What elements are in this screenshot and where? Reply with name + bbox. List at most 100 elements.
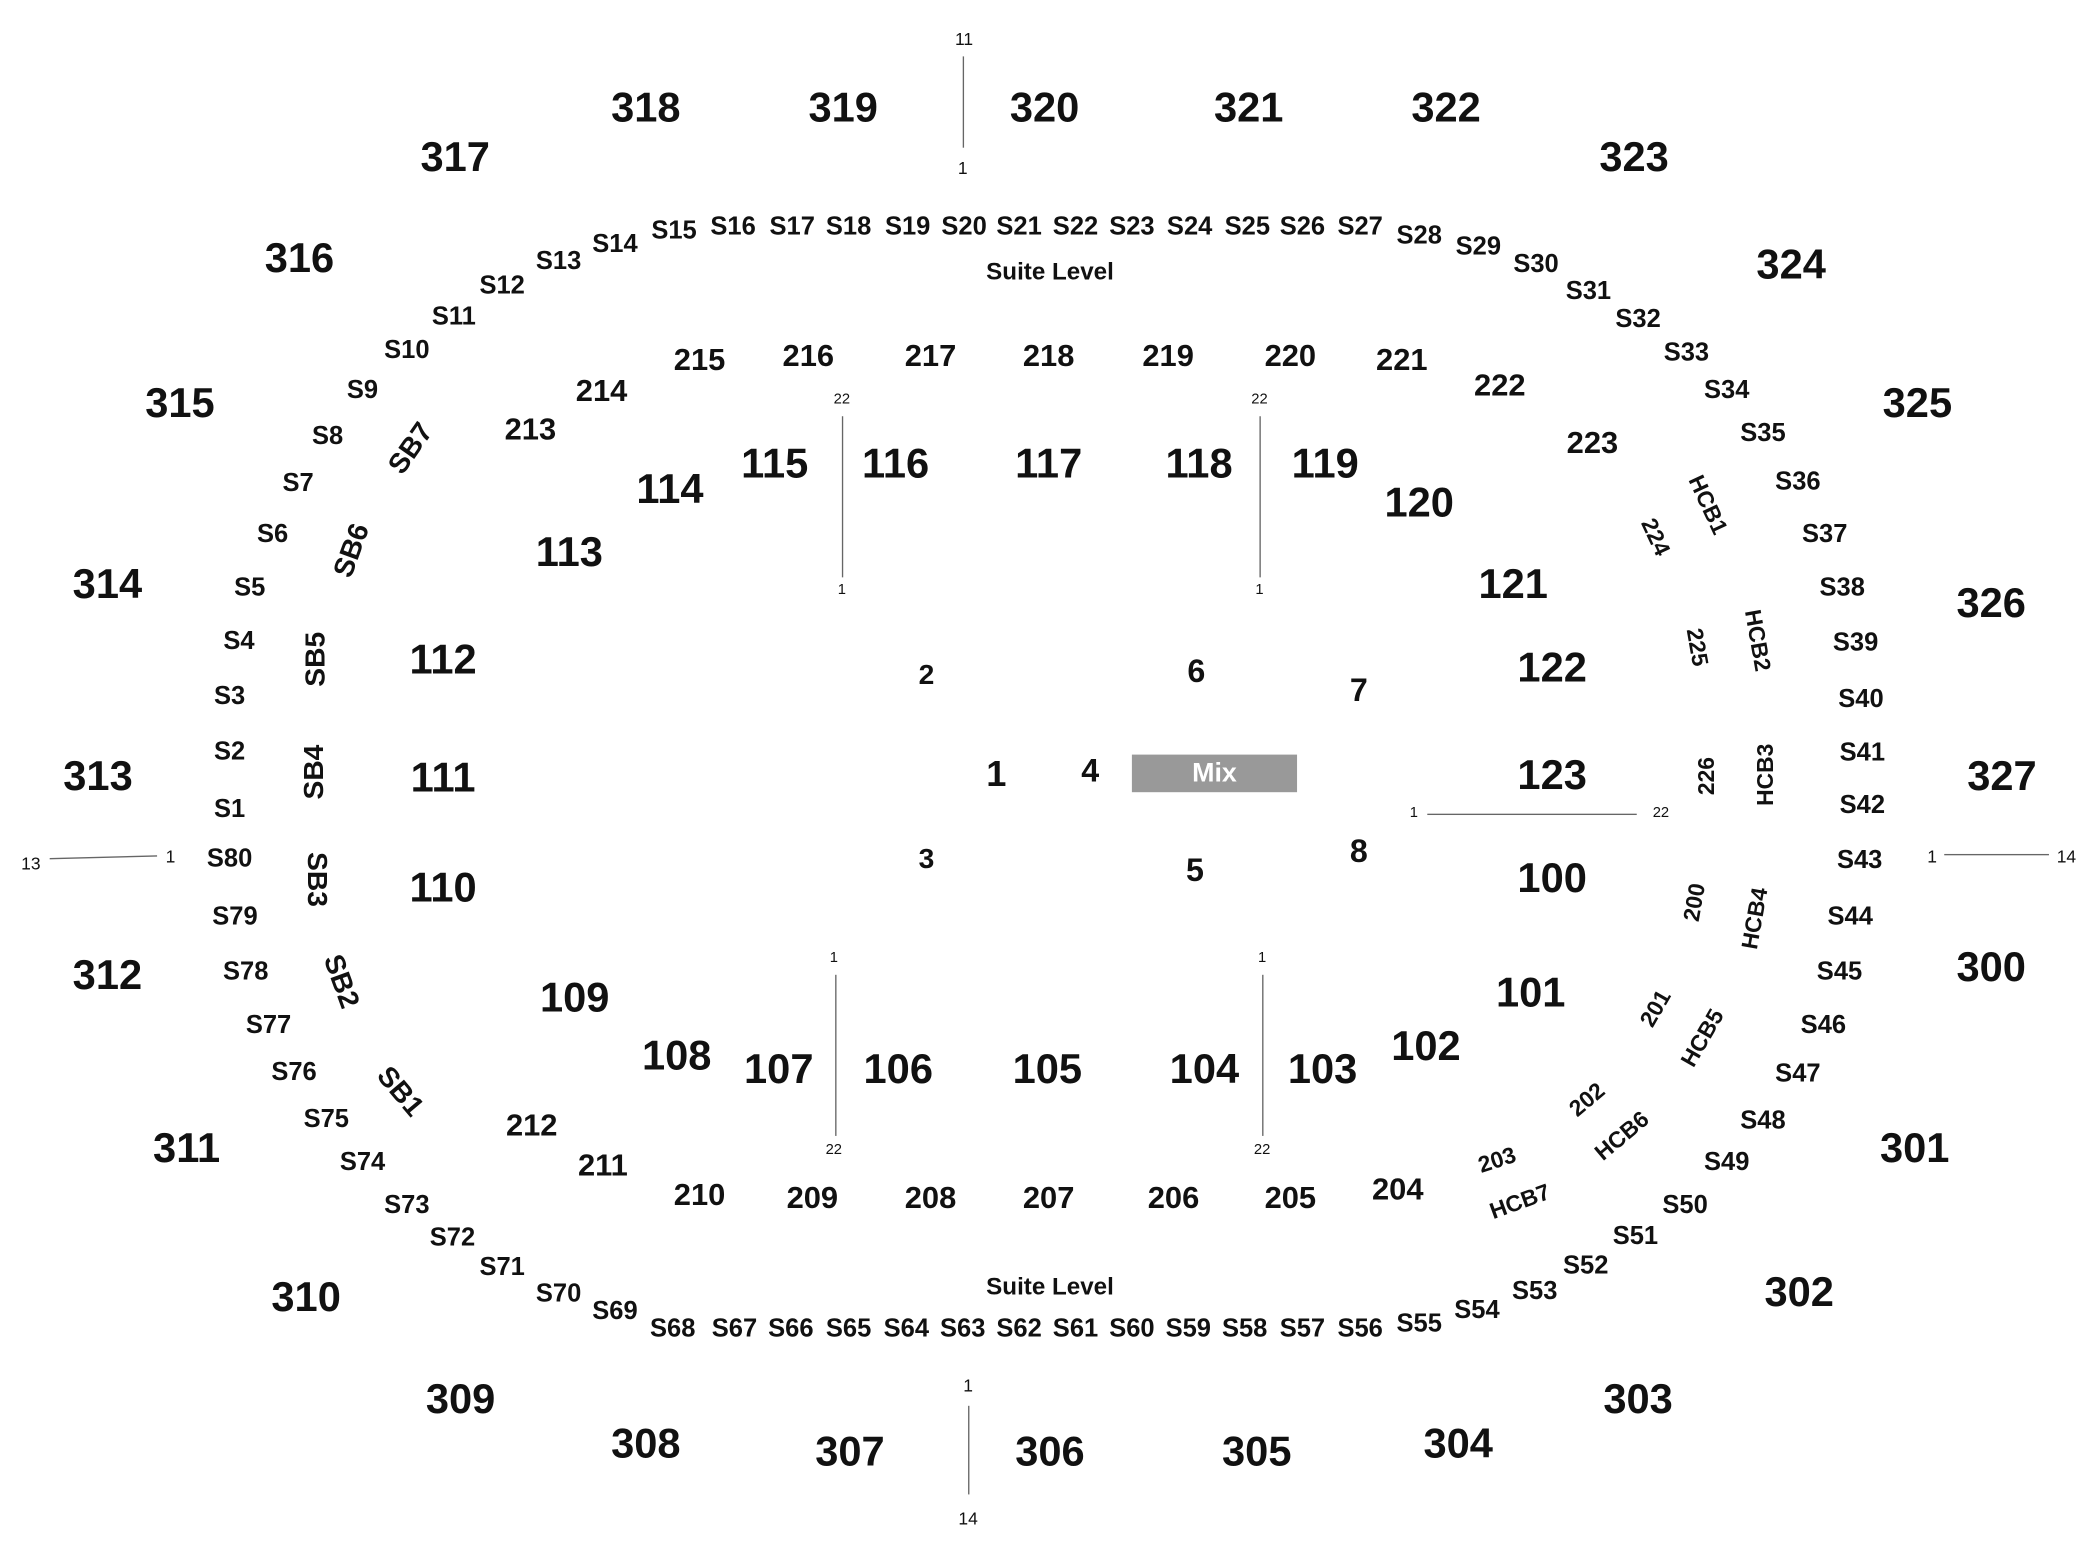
- section-label[interactable]: 208: [904, 1179, 957, 1215]
- suite-label[interactable]: S65: [825, 1315, 872, 1344]
- hcb-label[interactable]: HCB6: [1589, 1106, 1654, 1166]
- suite-label[interactable]: S38: [1819, 574, 1865, 603]
- floor-label[interactable]: 7: [1349, 672, 1368, 709]
- section-label[interactable]: 104: [1169, 1045, 1240, 1093]
- section-label[interactable]: 118: [1165, 439, 1233, 487]
- section-label[interactable]: 209: [786, 1179, 839, 1215]
- section-label[interactable]: 225: [1681, 626, 1714, 669]
- suite-label[interactable]: S32: [1615, 305, 1661, 334]
- section-label[interactable]: 201: [1634, 985, 1677, 1032]
- section-label[interactable]: 113: [535, 528, 603, 576]
- suite-label[interactable]: S52: [1563, 1252, 1609, 1281]
- suite-label[interactable]: S53: [1512, 1277, 1558, 1306]
- suite-label[interactable]: S21: [996, 212, 1042, 242]
- section-label[interactable]: 101: [1495, 968, 1566, 1016]
- suite-label[interactable]: S59: [1165, 1315, 1211, 1344]
- section-label[interactable]: 327: [1967, 752, 2037, 800]
- section-label[interactable]: 311: [153, 1124, 221, 1172]
- section-label[interactable]: 109: [539, 974, 610, 1022]
- suite-label[interactable]: S9: [346, 376, 379, 405]
- section-label[interactable]: 301: [1879, 1124, 1950, 1172]
- floor-label[interactable]: 4: [1081, 753, 1100, 790]
- section-label[interactable]: 305: [1222, 1427, 1292, 1475]
- section-label[interactable]: 212: [505, 1107, 558, 1142]
- suite-label[interactable]: S51: [1612, 1222, 1659, 1251]
- suite-label[interactable]: S45: [1816, 958, 1863, 987]
- section-label[interactable]: 105: [1012, 1045, 1083, 1093]
- section-label[interactable]: 318: [611, 83, 681, 131]
- section-label[interactable]: 220: [1264, 337, 1317, 373]
- suite-label[interactable]: S46: [1800, 1011, 1847, 1040]
- suite-label[interactable]: S67: [711, 1315, 758, 1344]
- section-label[interactable]: 206: [1147, 1179, 1200, 1215]
- section-label[interactable]: 222: [1474, 367, 1526, 403]
- suite-label[interactable]: S61: [1052, 1315, 1099, 1344]
- box-label[interactable]: SB5: [300, 631, 331, 687]
- hcb-label[interactable]: HCB7: [1486, 1179, 1554, 1225]
- suite-label[interactable]: S62: [996, 1315, 1042, 1344]
- section-label[interactable]: 205: [1264, 1179, 1317, 1215]
- section-label[interactable]: 219: [1142, 337, 1194, 373]
- section-label[interactable]: 316: [264, 234, 335, 282]
- section-label[interactable]: 106: [863, 1045, 933, 1093]
- suite-label[interactable]: S78: [223, 958, 269, 987]
- suite-label[interactable]: S1: [213, 795, 246, 824]
- section-label[interactable]: 317: [420, 133, 490, 181]
- hcb-label[interactable]: HCB4: [1736, 885, 1773, 952]
- hcb-label[interactable]: HCB1: [1683, 471, 1733, 539]
- section-label[interactable]: 120: [1384, 478, 1454, 526]
- suite-label[interactable]: S56: [1337, 1315, 1383, 1344]
- section-label[interactable]: 326: [1956, 579, 2026, 627]
- section-label[interactable]: 213: [504, 411, 557, 447]
- section-label[interactable]: 202: [1564, 1077, 1610, 1122]
- suite-label[interactable]: S63: [940, 1315, 986, 1344]
- suite-label[interactable]: S23: [1109, 212, 1155, 242]
- suite-label[interactable]: S3: [213, 682, 246, 711]
- box-label[interactable]: SB1: [370, 1060, 430, 1123]
- hcb-label[interactable]: HCB5: [1675, 1004, 1730, 1072]
- suite-label[interactable]: S36: [1775, 467, 1821, 497]
- section-label[interactable]: 121: [1478, 560, 1548, 608]
- section-label[interactable]: 223: [1566, 424, 1619, 460]
- section-label[interactable]: 115: [741, 439, 809, 487]
- section-label[interactable]: 218: [1022, 337, 1075, 373]
- suite-label[interactable]: S73: [384, 1191, 430, 1220]
- suite-label[interactable]: S43: [1836, 846, 1883, 875]
- suite-label[interactable]: S14: [592, 230, 638, 259]
- suite-label[interactable]: S68: [649, 1315, 696, 1344]
- section-label[interactable]: 119: [1291, 439, 1359, 487]
- suite-label[interactable]: S58: [1221, 1315, 1268, 1344]
- suite-label[interactable]: S15: [651, 216, 697, 246]
- section-label[interactable]: 200: [1678, 881, 1711, 924]
- suite-label[interactable]: S11: [431, 302, 476, 331]
- suite-label[interactable]: S30: [1513, 250, 1559, 279]
- suite-label[interactable]: S16: [710, 212, 756, 242]
- suite-label[interactable]: S40: [1838, 685, 1884, 714]
- suite-label[interactable]: S33: [1663, 339, 1710, 368]
- suite-label[interactable]: S44: [1827, 902, 1873, 932]
- floor-label[interactable]: 3: [918, 843, 935, 875]
- suite-label[interactable]: S39: [1832, 629, 1879, 658]
- suite-label[interactable]: S48: [1740, 1107, 1786, 1136]
- section-label[interactable]: 123: [1517, 751, 1587, 799]
- section-label[interactable]: 117: [1015, 439, 1083, 487]
- suite-label[interactable]: S25: [1224, 212, 1271, 242]
- box-label[interactable]: SB3: [301, 852, 333, 907]
- suite-label[interactable]: S79: [212, 902, 258, 932]
- suite-label[interactable]: S76: [271, 1058, 317, 1087]
- suite-label[interactable]: S31: [1565, 277, 1612, 306]
- section-label[interactable]: 314: [72, 560, 143, 608]
- box-label[interactable]: SB4: [298, 744, 330, 800]
- section-label[interactable]: 324: [1756, 241, 1826, 289]
- suite-label[interactable]: S41: [1839, 739, 1886, 768]
- hcb-label[interactable]: HCB2: [1739, 607, 1776, 674]
- section-label[interactable]: 116: [862, 439, 930, 487]
- floor-label[interactable]: 8: [1349, 833, 1368, 871]
- floor-label[interactable]: 5: [1186, 852, 1204, 889]
- section-label[interactable]: 215: [673, 341, 726, 377]
- box-label[interactable]: SB7: [382, 417, 440, 480]
- section-label[interactable]: 217: [904, 337, 957, 373]
- section-label[interactable]: 110: [409, 864, 477, 912]
- section-label[interactable]: 308: [611, 1419, 681, 1467]
- hcb-label[interactable]: HCB3: [1752, 743, 1779, 806]
